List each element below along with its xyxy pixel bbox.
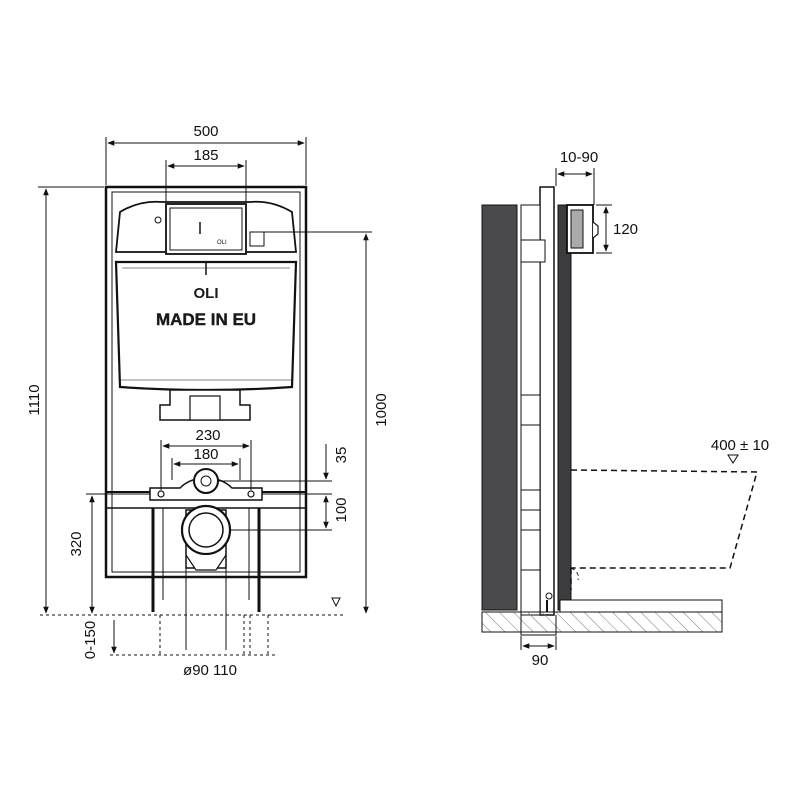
frame-profile [520, 186, 555, 616]
dim-wall-depth: 10-90 [560, 149, 598, 166]
side-view: 10-90 120 400 ± 10 90 [481, 149, 769, 669]
dim-width-flush-plate: 185 [193, 147, 218, 164]
made-in-label: MADE IN EU [156, 310, 256, 329]
brand-logo: OLI [194, 285, 219, 302]
bolt-bracket [149, 468, 263, 501]
drain-outlet [520, 615, 557, 636]
side-dimension-lines [520, 168, 612, 650]
front-dimension-lines [38, 137, 372, 654]
dim-offset-top: 35 [333, 447, 350, 464]
dim-bolt-spacing-outer: 230 [195, 427, 220, 444]
dim-pan-projection: 400 ± 10 [711, 437, 769, 454]
dim-drain-pipe: ø90 110 [183, 662, 237, 679]
floor-slab [481, 599, 723, 633]
wall-panel [481, 204, 518, 611]
button-logo: OLI [217, 240, 227, 246]
board-layer [557, 204, 572, 611]
dim-bolt-spacing-inner: 180 [193, 446, 218, 463]
pan-height-marker-icon [727, 454, 739, 464]
frame-legs [151, 508, 261, 650]
dim-frame-depth: 90 [532, 652, 549, 669]
front-view: OLI OLI MADE IN EU [26, 123, 390, 679]
side-flush-housing [566, 204, 599, 254]
drain-elbow [180, 504, 232, 571]
floor-lines [40, 614, 345, 656]
dim-height-inlet: 1000 [373, 393, 390, 426]
dim-offset-bolts: 100 [333, 497, 350, 522]
floor-marker-icon [331, 597, 341, 608]
dim-inlet-height: 120 [613, 221, 638, 238]
dim-floor-adjust: 0-150 [82, 621, 99, 659]
dim-height-total: 1110 [26, 384, 43, 415]
wc-pan-outline [570, 469, 758, 590]
dim-height-drain: 320 [68, 531, 85, 556]
dim-width-total: 500 [193, 123, 218, 140]
flush-button-housing [154, 203, 265, 255]
